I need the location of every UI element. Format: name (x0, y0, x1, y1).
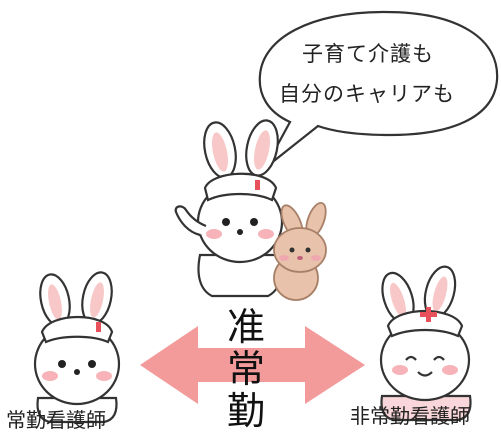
brown-bunny-icon (273, 201, 327, 301)
nurse-bunny-right-icon (379, 265, 472, 422)
nurse-bunny-left-icon (33, 271, 121, 424)
left-label: 常勤看護師 (6, 408, 106, 432)
center-label-char3: 勤 (227, 389, 266, 433)
speech-bubble-line1: 子育て介護も (302, 42, 434, 66)
speech-bubble-icon (258, 10, 499, 169)
center-label-char2: 常 (227, 347, 266, 391)
double-arrow-icon (140, 326, 365, 404)
speech-bubble-line2: 自分のキャリアも (279, 82, 455, 106)
center-label-char1: 准 (227, 305, 266, 349)
nurse-bunny-center-icon (174, 119, 284, 298)
right-label: 非常勤看護師 (350, 404, 470, 428)
